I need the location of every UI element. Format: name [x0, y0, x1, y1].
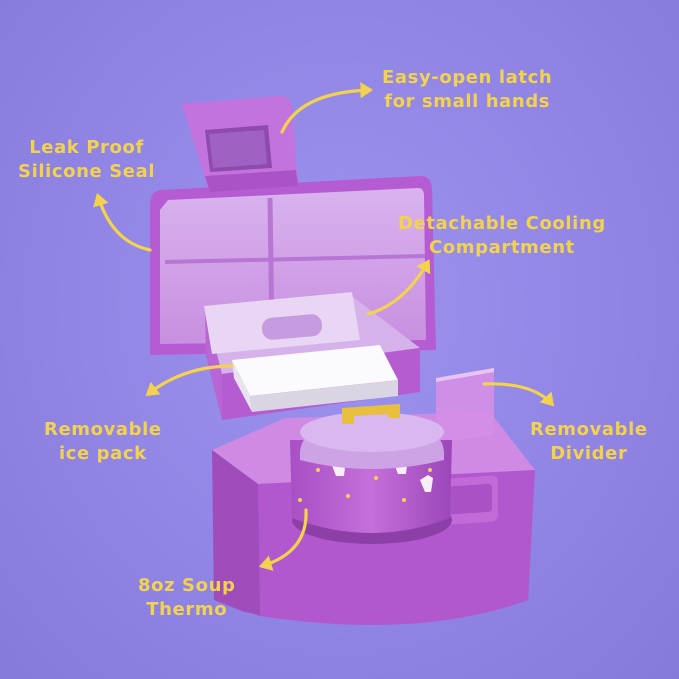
latch: [182, 96, 298, 192]
callout-latch: Easy-open latch for small hands: [382, 66, 552, 114]
callout-divider-line2: Divider: [550, 443, 628, 464]
callout-cooling-line2: Compartment: [429, 237, 575, 258]
arrow-cooling-icon: [366, 259, 431, 316]
callout-ice-line2: ice pack: [58, 443, 147, 464]
callout-seal-line1: Leak Proof: [29, 137, 144, 158]
callout-soup-line2: Thermo: [146, 599, 228, 620]
callout-seal-line2: Silicone Seal: [18, 161, 156, 182]
callout-ice-line1: Removable: [44, 419, 162, 440]
callout-cooling: Detachable Cooling Compartment: [398, 212, 606, 260]
callout-divider-line1: Removable: [530, 419, 648, 440]
callout-seal: Leak Proof Silicone Seal: [18, 136, 155, 184]
callout-latch-line2: for small hands: [384, 91, 551, 112]
ice-pack: [232, 345, 398, 412]
arrow-latch-icon: [280, 82, 374, 134]
callout-divider: Removable Divider: [530, 418, 648, 466]
removable-divider: [436, 368, 494, 444]
callout-ice: Removable ice pack: [44, 418, 162, 466]
callout-latch-line1: Easy-open latch: [382, 67, 553, 88]
arrow-ice-icon: [145, 364, 234, 396]
soup-thermo: [290, 404, 452, 544]
arrow-divider-icon: [482, 382, 555, 407]
callout-soup-line1: 8oz Soup: [138, 575, 236, 596]
arrow-soup-icon: [258, 508, 308, 571]
callout-soup: 8oz Soup Thermo: [138, 574, 235, 622]
arrow-seal-icon: [93, 192, 152, 252]
callout-cooling-line1: Detachable Cooling: [398, 213, 606, 234]
